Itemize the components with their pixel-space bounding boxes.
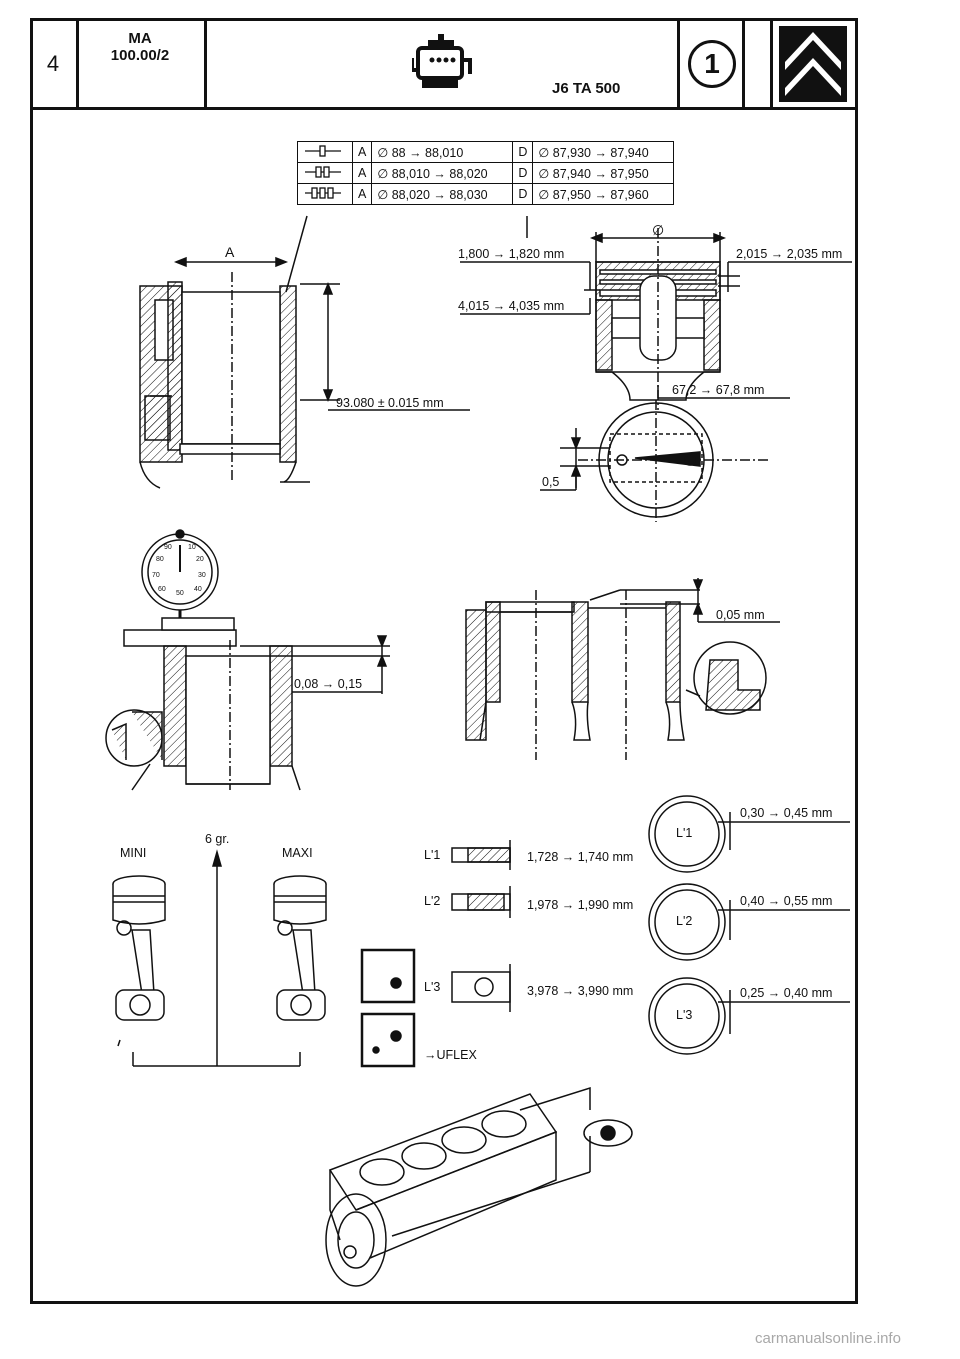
liner-section-drawing: [139, 256, 470, 489]
citroen-logo-icon: [779, 26, 847, 102]
cylinder-block-drawing: [325, 1086, 633, 1287]
table-row: A ∅ 88,020 → 88,030 D ∅ 87,950 → 87,960: [297, 183, 675, 205]
rings-drawing: [360, 795, 850, 1068]
weight-tolerance-label: 6 gr.: [205, 832, 230, 846]
header-divider: [742, 18, 745, 110]
protrusion-label: 0,08 → 0,15: [294, 677, 363, 691]
header-divider: [677, 18, 680, 110]
liner-step-drawing: [465, 578, 780, 760]
engine-code: J6 TA 500: [552, 80, 621, 97]
header-divider: [76, 18, 79, 110]
uflex-label: →UFLEX: [424, 1048, 477, 1062]
compression-height-label: 67,2 → 67,8 mm: [672, 383, 765, 397]
header-divider: [204, 18, 207, 110]
page-number: 4: [46, 51, 60, 76]
weight-class-drawing: [112, 849, 327, 1067]
groove-3-label: 4,015 → 4,035 mm: [458, 299, 565, 313]
liner-bore-label: A: [225, 244, 235, 260]
header-divider: [770, 18, 773, 110]
header-bar: [30, 18, 858, 110]
piston-section-drawing: [460, 228, 852, 522]
groove-2-label: 2,015 → 2,035 mm: [736, 247, 843, 261]
liner-height-label: 93.080 ± 0.015 mm: [336, 396, 444, 410]
page-frame: [30, 18, 858, 1304]
weight-max-label: MAXI: [282, 846, 313, 860]
engine-icon: [410, 34, 472, 94]
piston-diameter-label: ∅: [652, 222, 665, 238]
weight-min-label: MINI: [120, 846, 147, 860]
liner-class-table: A ∅ 88 → 88,010 D ∅ 87,930 → 87,940 A ∅ …: [297, 141, 675, 205]
liner-step-label: 0,05 mm: [716, 608, 765, 622]
liner-protrusion-drawing: [105, 529, 390, 791]
section-number: 1: [688, 40, 736, 88]
watermark: carmanualsonline.info: [755, 1330, 901, 1347]
offset-label: 0,5: [542, 475, 560, 489]
document-code: MA 100.00/2: [110, 30, 170, 64]
groove-1-label: 1,800 → 1,820 mm: [458, 247, 565, 261]
